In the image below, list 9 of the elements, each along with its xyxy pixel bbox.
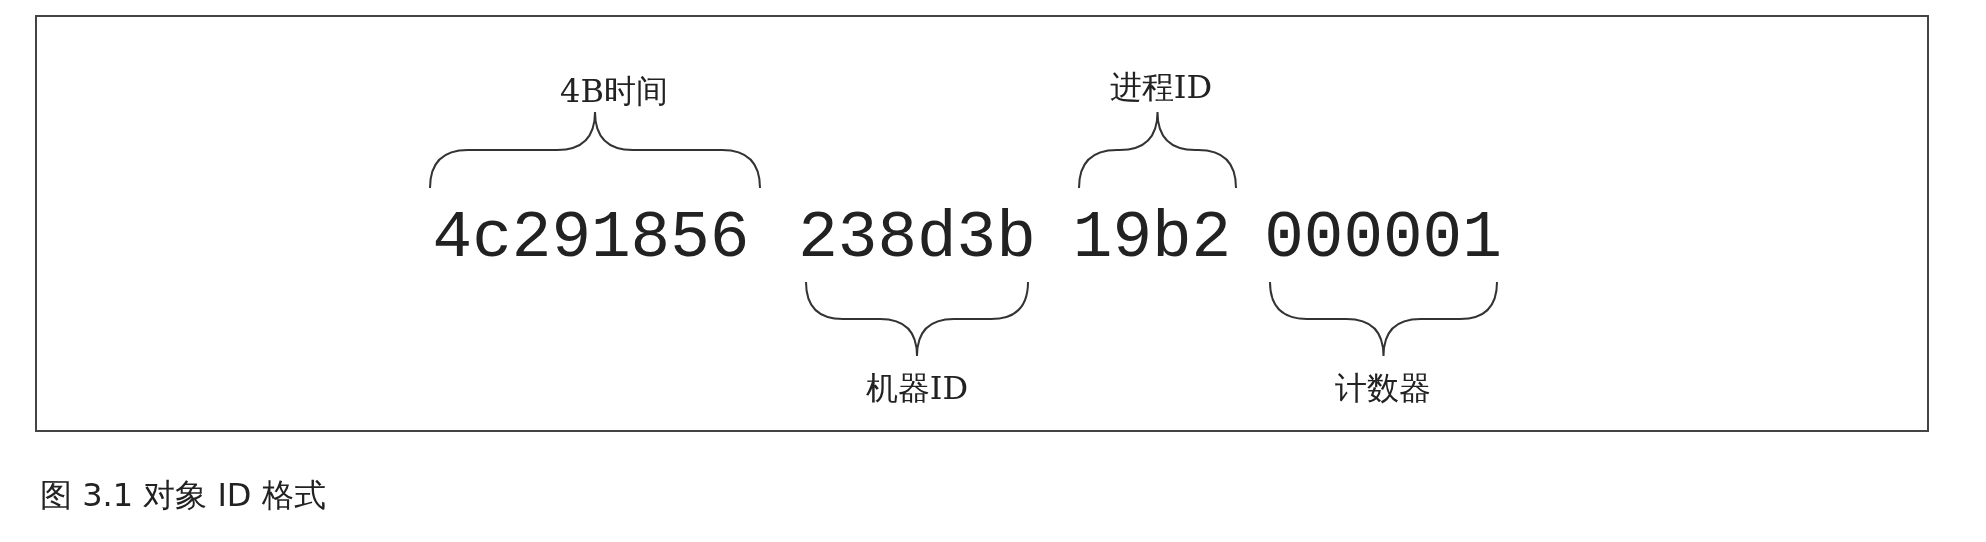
id-segment-text: 4c291856 <box>432 200 750 276</box>
field-label: 4B时间 <box>560 71 668 112</box>
field-label: 计数器 <box>1335 368 1431 409</box>
id-segment-text: 238d3b <box>798 200 1036 276</box>
field-label: 机器ID <box>865 368 969 409</box>
field-label: 进程ID <box>1109 67 1213 108</box>
caption: 图 3.1 对象 ID 格式 <box>40 475 326 516</box>
id-segment-text: 000001 <box>1264 200 1502 276</box>
id-segment-text: 19b2 <box>1072 200 1232 276</box>
